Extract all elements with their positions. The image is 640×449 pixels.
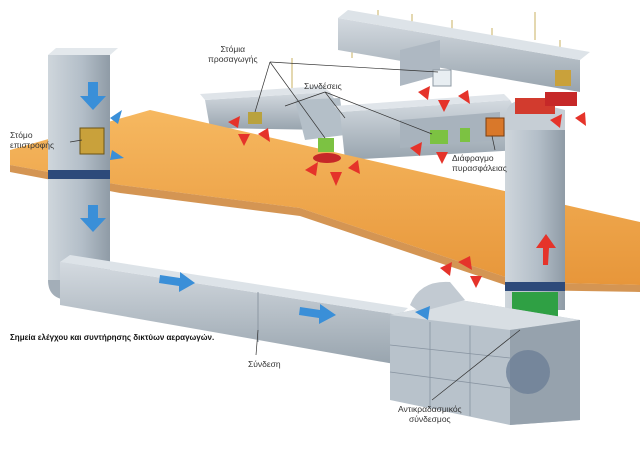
connection-label: Σύνδεση <box>248 359 281 369</box>
blue-arrow-icon <box>80 82 430 324</box>
fire-damper-label: Διάφραγμο πυρασφάλειας <box>452 153 507 173</box>
supply-outlets-label-line1: Στόμια <box>220 44 246 54</box>
supply-outlets-label-line2: προσαγωγής <box>208 54 258 64</box>
anti-vibration-label: Αντικραδασμικός σύνδεσμος <box>398 404 462 424</box>
leader-lines <box>69 61 521 401</box>
anti-vibration-label-line1: Αντικραδασμικός <box>398 404 462 414</box>
supply-riser <box>505 100 565 332</box>
fan-icon <box>506 350 550 394</box>
return-riser <box>48 48 118 300</box>
fire-damper-label-line1: Διάφραγμο <box>452 153 494 163</box>
supply-outlets <box>248 69 577 163</box>
fire-damper <box>485 117 505 137</box>
bottom-return-duct <box>60 255 408 365</box>
return-outlet-label: Στόμο επιστροφής <box>10 130 54 150</box>
connections-label: Συνδέσεις <box>304 81 342 91</box>
return-grille <box>79 127 105 155</box>
return-outlet-label-line1: Στόμο <box>10 130 33 140</box>
floor-slab <box>10 110 640 285</box>
rear-supply-duct <box>338 10 590 92</box>
supply-outlets-label: Στόμια προσαγωγής <box>208 44 258 64</box>
anti-vibration-label-line2: σύνδεσμος <box>409 414 451 424</box>
fire-damper-label-line2: πυρασφάλειας <box>452 163 507 173</box>
diagram-caption: Σημεία ελέγχου και συντήρησης δικτύων αε… <box>10 333 215 342</box>
red-arrow-icon <box>228 86 586 288</box>
air-handling-unit <box>389 281 580 425</box>
return-outlet-label-line2: επιστροφής <box>10 140 55 150</box>
